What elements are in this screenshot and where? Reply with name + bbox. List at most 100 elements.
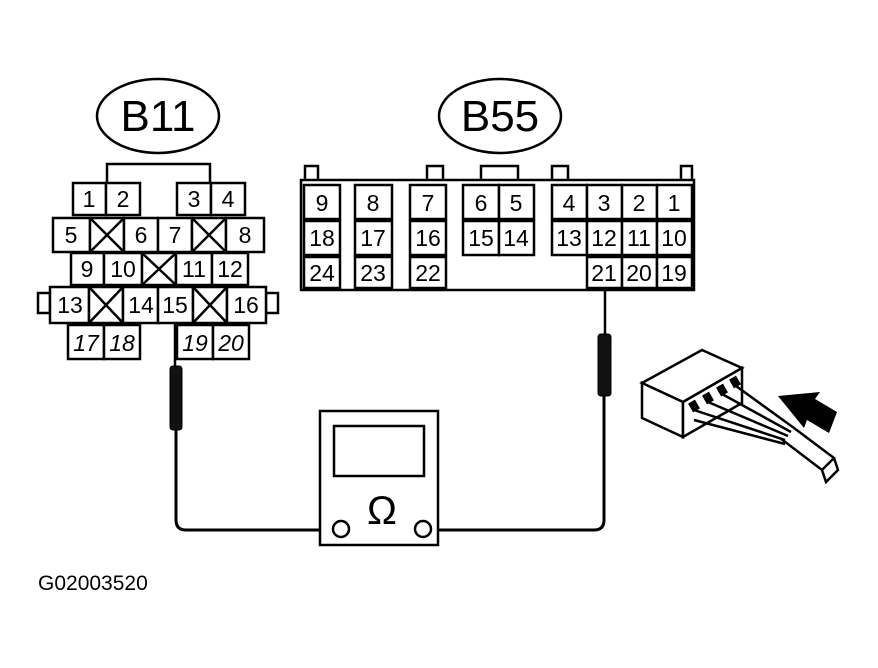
b11-blank-cross	[192, 286, 228, 324]
ohmmeter-icon: Ω	[318, 409, 440, 547]
b55-pin-2: 2	[633, 190, 646, 216]
b11-pin-1: 1	[83, 186, 96, 212]
b11-pin-3: 3	[188, 186, 201, 212]
b55-pin-9: 9	[316, 190, 329, 216]
b55-pin-cell	[620, 183, 659, 221]
plug-cavity	[702, 391, 714, 405]
meter-display	[332, 424, 426, 478]
test-lead-b11	[169, 323, 335, 532]
b11-pin-cell	[210, 251, 250, 287]
b55-pin-24: 24	[309, 260, 335, 286]
connector-b55-label: B55	[461, 92, 539, 141]
ohm-symbol: Ω	[367, 489, 397, 533]
b11-blank-cross	[88, 286, 124, 324]
b11-pin-9: 9	[81, 256, 94, 282]
b55-pin-16: 16	[415, 225, 441, 251]
b11-side-tab	[264, 291, 280, 315]
b55-latch	[425, 164, 445, 180]
b11-blank-cross	[141, 252, 177, 286]
test-lead-b55	[432, 288, 612, 532]
b55-pin-20: 20	[626, 260, 652, 286]
b11-pin-cell	[209, 181, 247, 217]
b11-pin-19: 19	[182, 330, 208, 356]
b55-pin-4: 4	[563, 190, 576, 216]
b55-pin-cell	[302, 183, 342, 221]
b55-pin-cell	[550, 219, 589, 257]
b11-pin-cell	[156, 285, 195, 325]
connector-b11: B11 1 2 3 4 5 6 7 8 9 10 11 12	[36, 77, 280, 361]
b55-pin-cell	[353, 219, 394, 257]
b55-pin-12: 12	[591, 225, 617, 251]
meter-terminal-left	[331, 519, 351, 539]
b11-pin-cell	[71, 181, 108, 217]
b55-pin-11: 11	[627, 225, 651, 251]
b55-pin-cell	[302, 255, 342, 290]
insertion-arrow	[778, 392, 837, 433]
b55-pin-7: 7	[422, 190, 435, 216]
b55-latch	[550, 164, 570, 180]
b55-pin-cell	[497, 183, 536, 221]
b55-pin-19: 19	[661, 260, 687, 286]
b55-pin-cell	[302, 219, 342, 257]
b11-pin-cell	[224, 216, 266, 254]
lead-wire	[174, 430, 335, 532]
b11-lock-bracket	[105, 162, 212, 183]
b11-pin-17: 17	[73, 330, 100, 356]
lead-wire	[432, 396, 606, 532]
b11-pin-12: 12	[217, 256, 243, 282]
b11-pin-cell	[175, 323, 215, 361]
b11-pin-4: 4	[222, 186, 235, 212]
b55-pin-8: 8	[367, 190, 380, 216]
b11-pin-cell	[225, 285, 268, 325]
b55-pin-cell	[497, 219, 536, 257]
b11-side-tab	[36, 291, 52, 315]
b55-pin-cell	[408, 183, 448, 221]
b55-latch	[303, 164, 320, 180]
b55-pin-23: 23	[360, 260, 386, 286]
b11-pin-16: 16	[233, 292, 259, 318]
b11-pin-10: 10	[110, 256, 136, 282]
b55-pin-21: 21	[591, 260, 617, 286]
connector-rear-view-icon	[639, 348, 840, 485]
b55-latch	[479, 164, 520, 180]
harness-sheath-end	[820, 457, 840, 485]
b55-pin-cell	[655, 219, 694, 257]
b11-pin-cell	[211, 323, 251, 361]
b55-pin-22: 22	[415, 260, 441, 286]
b11-blank-cross	[191, 217, 227, 253]
b55-pin-14: 14	[503, 225, 529, 251]
b55-pin-18: 18	[309, 225, 335, 251]
b55-pin-15: 15	[468, 225, 494, 251]
b55-pin-cell	[353, 183, 394, 221]
b55-pin-cell	[408, 255, 448, 290]
b55-pin-cell	[408, 219, 448, 257]
connector-b11-label: B11	[120, 92, 195, 141]
b11-pin-cell	[102, 323, 142, 361]
b11-pin-15: 15	[162, 292, 188, 318]
meter-terminal-right	[413, 519, 433, 539]
b55-pin-13: 13	[556, 225, 582, 251]
b11-pin-8: 8	[239, 222, 252, 248]
b55-pin-cell	[655, 255, 694, 290]
b11-pin-cell	[48, 285, 91, 325]
b11-pin-11: 11	[182, 256, 206, 282]
connector-b55-label-oval	[437, 77, 563, 155]
probe-handle	[597, 333, 612, 397]
b11-pin-7: 7	[169, 222, 182, 248]
connector-b11-label-oval	[95, 77, 221, 155]
plug-cavity	[729, 375, 741, 389]
b11-pin-cell	[175, 181, 213, 217]
b55-pin-1: 1	[668, 190, 681, 216]
b11-pin-13: 13	[57, 292, 83, 318]
b11-pin-5: 5	[65, 222, 78, 248]
b11-pin-18: 18	[109, 330, 135, 356]
b11-pin-cell	[104, 181, 142, 217]
b55-pin-cell	[353, 255, 394, 290]
b11-pin-6: 6	[135, 222, 148, 248]
b55-pin-10: 10	[661, 225, 687, 251]
b55-pin-5: 5	[510, 190, 523, 216]
b11-pin-20: 20	[217, 330, 244, 356]
b55-pin-17: 17	[360, 225, 386, 251]
b55-pin-cell	[550, 183, 589, 221]
